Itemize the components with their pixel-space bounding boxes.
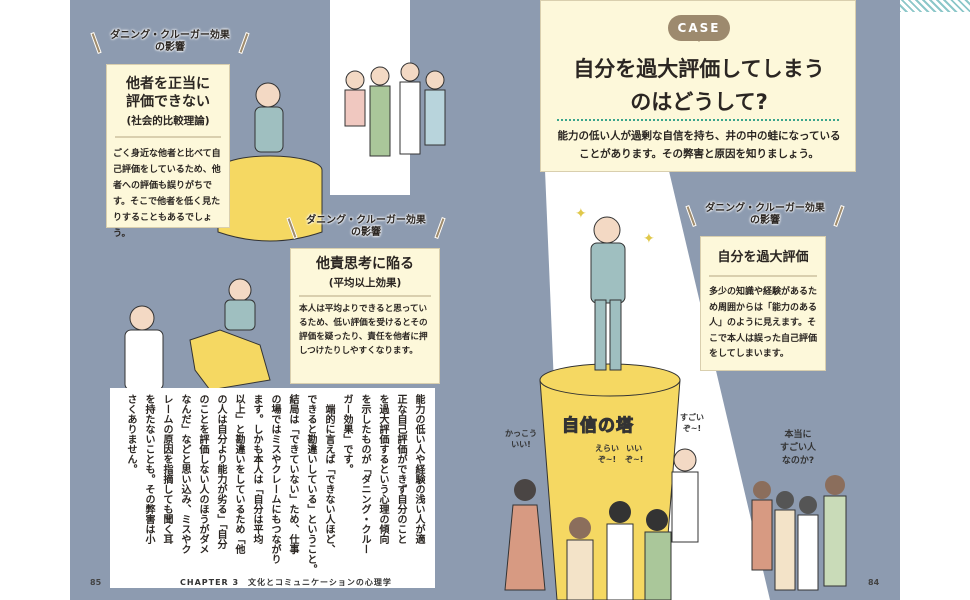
card-subtitle: (平均以上効果) xyxy=(328,277,402,289)
card-title: 他責思考に陥る xyxy=(316,256,414,272)
card-other-blame: 他責思考に陥る (平均以上効果) 本人は平均よりできると思っているため、低い評価… xyxy=(290,248,440,384)
card-title: 自分を過大評価 xyxy=(717,250,809,265)
tag-text: の影響 xyxy=(155,42,185,53)
page-number-right: 84 xyxy=(868,578,880,587)
title-line: 自分を過大評価してしまう xyxy=(573,57,825,81)
card-body: ごく身近な他者と比べて自己評価をしているため、他者への評価も誤りがちです。そこで… xyxy=(113,149,221,239)
body-text: 能力の低い人や経験の浅い人が適 正な自己評価ができず自分のこと を過大評価すると… xyxy=(110,388,435,588)
body-line: さくありません。 xyxy=(125,394,136,474)
card1-tag: ダニング・クルーガー効果の影響 xyxy=(102,30,238,54)
tower-label: 自信の塔 xyxy=(562,416,634,437)
divider xyxy=(709,275,817,277)
body-line: を持たないことも。その弊害は小 xyxy=(143,394,154,544)
lead-text: 能力の低い人が過剰な自信を持ち、井の中の蛙になっていることがあります。その弊害と… xyxy=(541,127,857,163)
body-line: を過大評価するという心理の傾向 xyxy=(377,394,388,544)
speech-bubble: すごいぞ~! xyxy=(680,413,704,433)
card3-tag: ダニング・クルーガー効果の影響 xyxy=(697,203,833,227)
card-social-comparison: 他者を正当に評価できない (社会的比較理論) ごく身近な他者と比べて自己評価をし… xyxy=(106,64,230,239)
title-line: のはどうして? xyxy=(630,90,768,114)
card-overestimate: 自分を過大評価 多少の知識や経験があるため周囲からは「能力のある人」のように見え… xyxy=(700,236,826,371)
card-title: 他者を正当に xyxy=(126,76,210,92)
body-line: ます。しかも本人は「自分は平均 xyxy=(251,394,262,544)
body-line: の人は自分より能力が劣る」「自分 xyxy=(215,394,226,549)
body-line: 結局は「できていない」ため、仕事 xyxy=(287,394,298,554)
tag-text: ダニング・クルーガー効果 xyxy=(110,30,230,41)
speech-bubble: 本当にすごい人なのか? xyxy=(780,430,817,466)
lead-line: ことがあります。その弊害と原因を知りましょう。 xyxy=(579,148,819,160)
divider xyxy=(299,295,431,297)
tag-text: の影響 xyxy=(750,215,780,226)
sparkle-icon: ✦ xyxy=(643,231,655,247)
card2-tag: ダニング・クルーガー効果の影響 xyxy=(298,215,434,239)
illustration-left xyxy=(124,62,446,391)
speech-bubble: えらいぞ~! xyxy=(595,444,619,464)
tag-text: ダニング・クルーガー効果 xyxy=(306,215,426,226)
body-line: 端的に言えば「できない人ほど、 xyxy=(323,394,334,554)
card-body: 本人は平均よりできると思っているため、低い評価を受けるとその評価を疑ったり、責任… xyxy=(299,304,428,356)
chapter-header: CHAPTER 3 文化とコミュニケーションの心理学 xyxy=(180,578,392,587)
card-body: 多少の知識や経験があるため周囲からは「能力のある人」のように見えます。そこで本人… xyxy=(709,287,818,359)
sparkle-icon: ✦ xyxy=(575,206,587,222)
body-line: を示したものが「ダニング・クルー xyxy=(359,394,370,554)
illustration-right: ✦ ✦ xyxy=(504,206,847,600)
tag-text: の影響 xyxy=(351,227,381,238)
page-title: 自分を過大評価してしまうのはどうして? xyxy=(541,53,857,119)
speech-bubble: いいぞ~! xyxy=(625,444,644,464)
divider xyxy=(115,136,221,138)
case-header: CASE 自分を過大評価してしまうのはどうして? 能力の低い人が過剰な自信を持ち… xyxy=(540,0,856,172)
body-line: 以上」と勘違いをしているため「他 xyxy=(233,394,244,554)
divider xyxy=(557,119,839,121)
body-line: のことを評価しない人のほうがダメ xyxy=(197,394,208,554)
body-line: ガー効果」です。 xyxy=(341,394,352,474)
card-title: 評価できない xyxy=(126,94,210,110)
body-line: 正な自己評価ができず自分のこと xyxy=(395,394,406,544)
body-line: できると勘違いしている」ということ。 xyxy=(305,394,316,574)
lead-line: 能力の低い人が過剰な自信を持ち、井の中の蛙になっている xyxy=(557,130,841,142)
page-number-left: 85 xyxy=(90,578,102,587)
body-line: なんだ」などと思い込み、ミスやク xyxy=(179,394,190,554)
tag-text: ダニング・クルーガー効果 xyxy=(705,203,825,214)
card-subtitle: (社会的比較理論) xyxy=(126,115,210,127)
case-badge: CASE xyxy=(668,15,730,42)
body-line: レームの原因を指摘しても聞く耳 xyxy=(161,394,172,544)
body-line: 能力の低い人や経験の浅い人が適 xyxy=(413,394,424,544)
speech-bubble: かっこういい! xyxy=(505,429,537,449)
body-line: の場ではミスやクレームにもつながり xyxy=(269,394,280,564)
